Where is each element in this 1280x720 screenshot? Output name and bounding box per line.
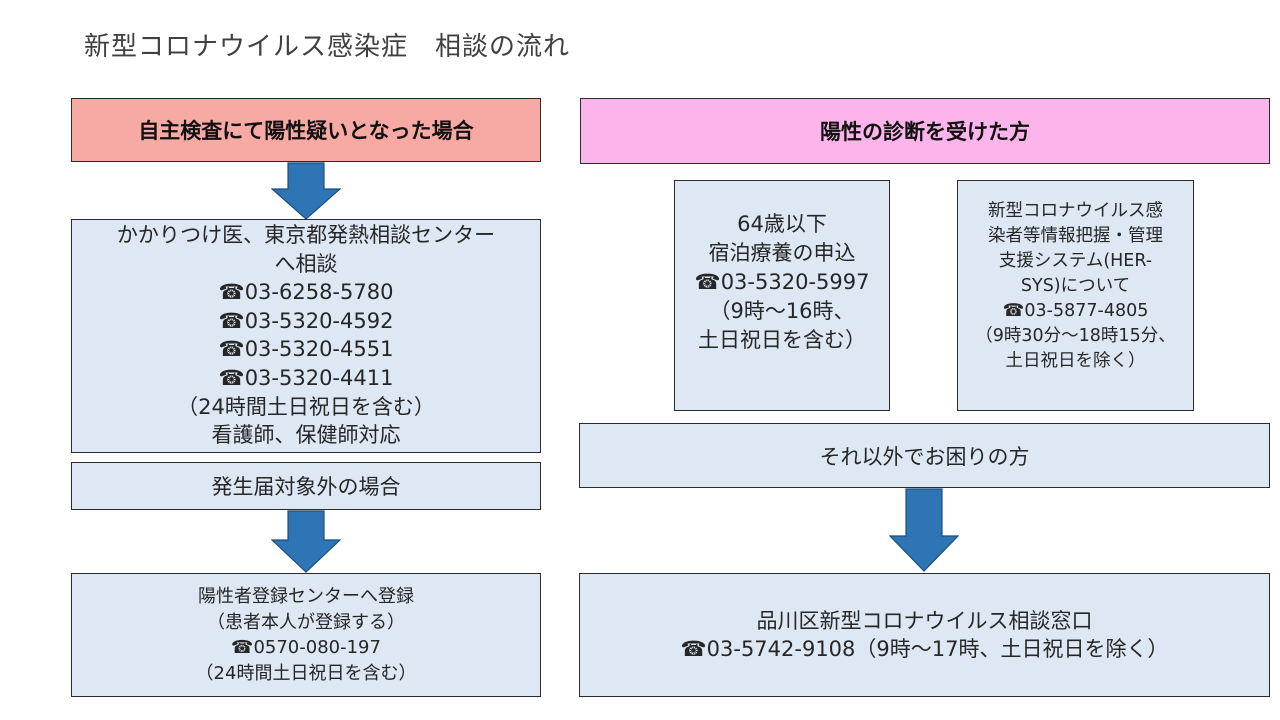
ward-phone[interactable]: ☎03-5742-9108（9時～17時、土日祝日を除く） bbox=[680, 637, 1169, 661]
age64-phone[interactable]: ☎03-5320-5997 bbox=[694, 270, 870, 294]
diagnosed-positive-header-text: 陽性の診断を受けた方 bbox=[820, 120, 1030, 144]
self-test-positive-header: 自主検査にて陽性疑いとなった場合 bbox=[71, 98, 541, 162]
register-hours: （24時間土日祝日を含む） bbox=[195, 662, 417, 684]
fever-consultation-box: かかりつけ医、東京都発熱相談センター へ相談 ☎03-6258-5780 ☎03… bbox=[71, 219, 541, 453]
register-line: （患者本人が登録する） bbox=[207, 611, 405, 633]
consult-line: かかりつけ医、東京都発熱相談センター bbox=[116, 223, 496, 247]
other-concerns-box: それ以外でお困りの方 bbox=[579, 423, 1270, 488]
age64-hours: （9時～16時、 bbox=[709, 299, 855, 323]
ward-line: 品川区新型コロナウイルス相談窓口 bbox=[756, 609, 1093, 633]
register-phone[interactable]: ☎0570-080-197 bbox=[231, 637, 381, 658]
age64-line: 宿泊療養の申込 bbox=[708, 241, 856, 265]
diagnosed-positive-header: 陽性の診断を受けた方 bbox=[580, 98, 1270, 164]
consult-phone[interactable]: ☎03-5320-4551 bbox=[218, 337, 394, 362]
hersys-line: 支援システム(HER- bbox=[998, 251, 1153, 271]
down-arrow-3 bbox=[889, 488, 959, 572]
consult-hours: （24時間土日祝日を含む） bbox=[177, 394, 435, 419]
notification-exempt-box: 発生届対象外の場合 bbox=[71, 462, 541, 510]
consult-phone[interactable]: ☎03-5320-4411 bbox=[218, 365, 394, 390]
hersys-box: 新型コロナウイルス感 染者等情報把握・管理 支援システム(HER- SYS)につ… bbox=[957, 180, 1194, 411]
consult-staff: 看護師、保健師対応 bbox=[211, 423, 401, 448]
hersys-hours: （9時30分～18時15分、 bbox=[975, 326, 1176, 346]
hersys-line: 染者等情報把握・管理 bbox=[988, 226, 1163, 246]
shinagawa-consultation-box: 品川区新型コロナウイルス相談窓口 ☎03-5742-9108（9時～17時、土日… bbox=[579, 573, 1270, 697]
age64-hours: 土日祝日を含む） bbox=[698, 328, 866, 352]
positive-registration-box: 陽性者登録センターへ登録 （患者本人が登録する） ☎0570-080-197 （… bbox=[71, 573, 541, 697]
hersys-line: 新型コロナウイルス感 bbox=[988, 201, 1163, 221]
register-line: 陽性者登録センターへ登録 bbox=[198, 586, 414, 607]
hersys-line: SYS)について bbox=[1020, 276, 1131, 296]
consult-phone[interactable]: ☎03-6258-5780 bbox=[218, 280, 394, 305]
consult-phone[interactable]: ☎03-5320-4592 bbox=[218, 308, 394, 333]
hotel-recuperation-box: 64歳以下 宿泊療養の申込 ☎03-5320-5997 （9時～16時、 土日祝… bbox=[674, 180, 890, 411]
page-title: 新型コロナウイルス感染症 相談の流れ bbox=[84, 32, 571, 62]
hersys-hours: 土日祝日を除く） bbox=[1005, 351, 1146, 371]
notification-exempt-text: 発生届対象外の場合 bbox=[211, 475, 401, 499]
hersys-phone[interactable]: ☎03-5877-4805 bbox=[1002, 301, 1149, 321]
down-arrow-1 bbox=[271, 162, 341, 220]
consult-line: へ相談 bbox=[274, 251, 338, 276]
self-test-positive-header-text: 自主検査にて陽性疑いとなった場合 bbox=[138, 119, 474, 143]
other-concerns-text: それ以外でお困りの方 bbox=[819, 444, 1030, 469]
age64-line: 64歳以下 bbox=[737, 212, 827, 236]
down-arrow-2 bbox=[271, 510, 341, 573]
